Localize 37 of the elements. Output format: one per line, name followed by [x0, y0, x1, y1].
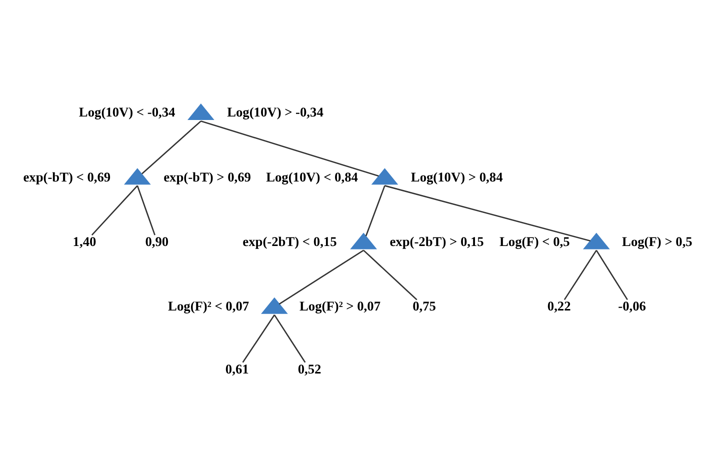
- node-label: Log(10V) > -0,34: [227, 104, 324, 120]
- node-label: Log(F) > 0,5: [622, 233, 692, 248]
- connector: [278, 249, 364, 304]
- node-label: Log(10V) > 0,84: [410, 168, 503, 184]
- node-label: Log(10V) < 0,84: [266, 168, 358, 184]
- node-text: 0,75: [412, 298, 436, 314]
- node-triangle: [187, 102, 214, 120]
- node-text: -0,06: [618, 298, 646, 314]
- connector: [274, 314, 306, 362]
- node-label: Log(10V) < -0,34: [78, 104, 176, 120]
- node-triangle: [124, 168, 151, 184]
- connector: [564, 249, 597, 300]
- node-text: 0,90: [145, 233, 169, 248]
- node-text: 1,40: [72, 233, 96, 248]
- node-text: 0,22: [547, 298, 571, 314]
- node-label: exp(-bT) > 0,69: [164, 168, 251, 184]
- node-triangle: [371, 168, 398, 184]
- node-label: Log(F)² > 0,07: [300, 298, 381, 314]
- node-triangle: [582, 232, 610, 249]
- connector: [384, 184, 590, 242]
- connector: [142, 120, 202, 174]
- node-label: exp(-2bT) < 0,15: [242, 233, 337, 248]
- node-triangle: [350, 232, 377, 249]
- connector: [242, 314, 275, 362]
- connector: [91, 184, 138, 236]
- node-triangle: [261, 296, 288, 314]
- node-text: 0,61: [225, 361, 249, 376]
- node-text: 0,52: [298, 361, 322, 376]
- node-label: Log(F) < 0,5: [499, 233, 570, 248]
- connector: [363, 249, 418, 300]
- connector: [365, 184, 386, 236]
- connector: [200, 120, 379, 176]
- node-label: exp(-bT) < 0,69: [23, 168, 111, 184]
- connector: [596, 249, 628, 300]
- node-label: Log(F)² < 0,07: [168, 298, 250, 314]
- node-label: exp(-2bT) > 0,15: [390, 233, 484, 248]
- connector: [136, 184, 156, 235]
